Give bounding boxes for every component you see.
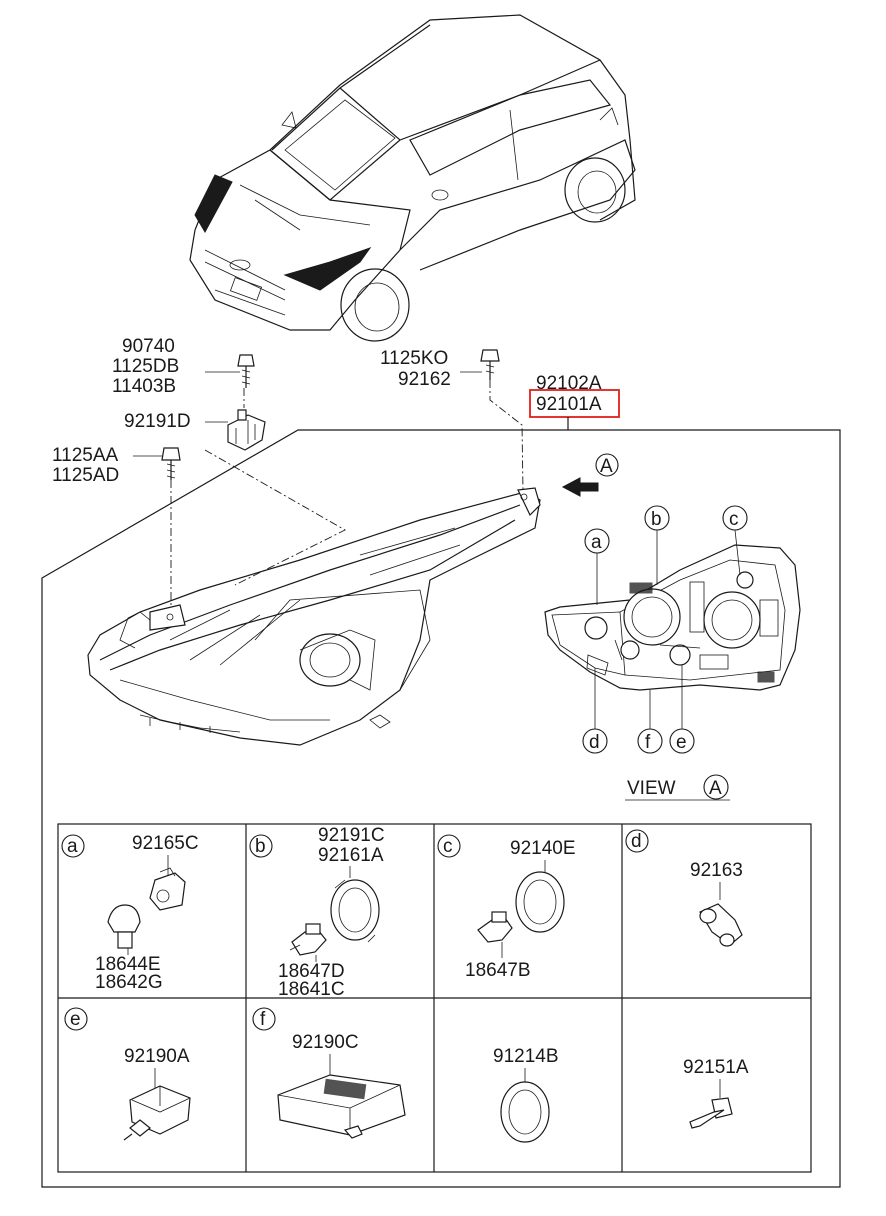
part-92190A: 92190A (124, 1046, 190, 1067)
view-arrow-label-circle (595, 453, 619, 477)
view-point-e: e (669, 665, 695, 754)
part-92151A: 92151A (683, 1057, 749, 1078)
cell-e-letter: e (70, 1009, 81, 1030)
wedge-bulb-icon (107, 904, 141, 949)
callout-1125AD: 1125AD (52, 465, 119, 486)
callout-92191D: 92191D (124, 411, 191, 432)
view-arrow-label: A (600, 456, 613, 477)
bracket-screw-icon (237, 354, 255, 388)
car-illustration (189, 14, 636, 342)
detail-cell-92151A: 92151A (683, 1057, 749, 1129)
view-caption-letter: A (709, 778, 722, 799)
detail-cell-f: f 92190C (252, 1007, 406, 1139)
cap-icon (699, 903, 743, 947)
part-18644E: 18644E (95, 954, 161, 975)
halogen-bulb-icon (289, 923, 327, 956)
view-point-c-label: c (729, 509, 739, 530)
detail-cell-b: b 92191C 92161A 18647D 18641C (249, 825, 385, 1000)
detail-cell-d: d 92163 (625, 829, 743, 947)
detail-cell-e: e 92190A (64, 1007, 191, 1141)
clip-icon (227, 409, 266, 451)
highlight-box (529, 389, 620, 418)
detail-cell-c: c 92140E 18647B (437, 834, 576, 981)
cell-c-letter: c (443, 836, 453, 857)
view-point-f: f (637, 690, 663, 754)
view-point-f-label: f (645, 732, 651, 753)
part-18647D: 18647D (278, 961, 345, 982)
view-arrow-icon (561, 477, 599, 497)
halogen-bulb-c-icon (477, 911, 513, 943)
detail-cell-a: a 92165C 18644E 18642G (61, 833, 199, 993)
retainer-ring-icon (330, 879, 380, 943)
part-18642G: 18642G (95, 972, 163, 993)
part-92165C: 92165C (132, 833, 199, 854)
ballast-icon (277, 1074, 406, 1139)
side-screw-icon (161, 447, 181, 480)
cell-b-letter: b (255, 836, 266, 857)
socket-icon (149, 867, 186, 911)
view-point-d-label: d (589, 732, 600, 753)
view-point-c: c (722, 505, 748, 576)
part-91214B: 91214B (493, 1046, 559, 1067)
part-92140E: 92140E (510, 838, 576, 859)
part-92163: 92163 (690, 860, 743, 881)
callout-1125KO: 1125KO (380, 348, 448, 369)
view-point-b: b (644, 505, 670, 585)
view-point-b-label: b (651, 509, 662, 530)
view-caption-word: VIEW (627, 778, 676, 799)
view-point-e-label: e (676, 732, 687, 753)
view-point-d: d (582, 668, 608, 754)
detail-cell-91214B: 91214B (493, 1046, 559, 1143)
cell-f-letter: f (260, 1009, 266, 1030)
actuator-icon (123, 1085, 191, 1141)
headlamp-assembly (87, 487, 541, 746)
part-18641C: 18641C (278, 979, 345, 1000)
callout-1125AA: 1125AA (52, 445, 119, 466)
view-point-a: a (584, 528, 610, 605)
cell-d-letter: d (631, 831, 642, 852)
callout-11403B: 11403B (112, 376, 176, 397)
part-92190C: 92190C (292, 1032, 359, 1053)
callout-1125DB: 1125DB (112, 356, 179, 377)
detail-grid (57, 823, 812, 1173)
view-point-a-label: a (591, 532, 602, 553)
ring-icon (500, 1081, 550, 1143)
cell-a-letter: a (67, 836, 78, 857)
callout-92162: 92162 (398, 369, 451, 390)
retainer-ring-c-icon (515, 871, 565, 933)
part-92161A: 92161A (318, 845, 384, 866)
callout-90740: 90740 (122, 336, 175, 357)
callout-92102A: 92102A (536, 373, 602, 394)
top-screw-icon (480, 349, 500, 380)
headlamp-rear-view (544, 544, 801, 691)
part-92191C: 92191C (318, 825, 385, 846)
bolt-icon (689, 1097, 733, 1129)
part-18647B: 18647B (465, 960, 531, 981)
callout-92101A: 92101A (536, 394, 602, 415)
